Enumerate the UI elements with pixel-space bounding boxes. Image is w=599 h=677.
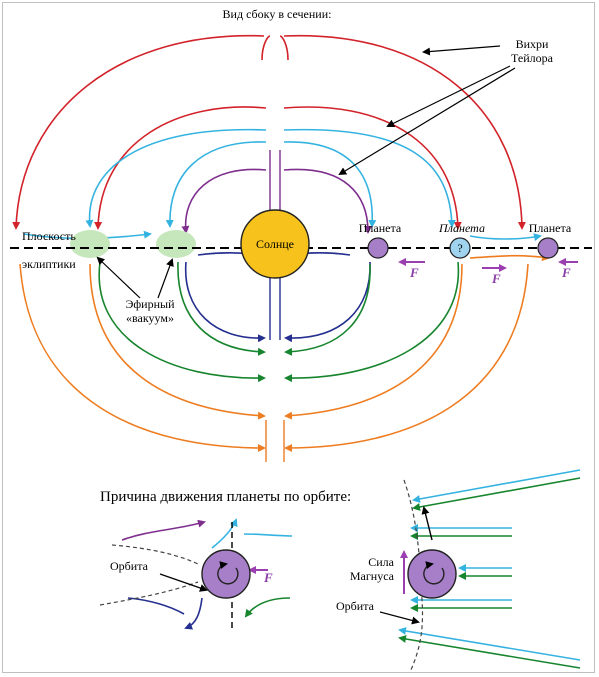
planet-label-2: Планета — [438, 221, 485, 235]
bottom-title: Причина движения планеты по орбите: — [100, 489, 351, 505]
ether-pointer-lines — [96, 256, 174, 299]
orange-top-right — [469, 253, 550, 262]
planet-left-detail — [201, 549, 251, 599]
force-label-left: F — [263, 570, 273, 585]
purple-arc-left — [181, 168, 267, 234]
top-title: Вид сбоку в сечении: — [223, 7, 332, 21]
navy-arc-right — [284, 261, 371, 343]
rotation-arrow-right — [423, 561, 445, 585]
orange-inner-right — [284, 263, 463, 420]
central-axis-lines — [265, 150, 285, 462]
red-top-left-hook — [261, 35, 271, 61]
planet-question — [449, 237, 471, 259]
red-arc-upper-right — [283, 34, 526, 230]
green-arc-left — [98, 261, 266, 383]
orange-inner-left — [89, 263, 266, 420]
orange-arc-right — [284, 263, 529, 452]
lower-vortex-arcs — [19, 250, 550, 452]
orbit-label-right: Орбита — [336, 599, 375, 613]
orbit-pointer-left — [159, 573, 208, 592]
green-arc-right — [284, 261, 460, 383]
red-arc-inner-left — [94, 106, 267, 230]
upper-vortex-arcs — [12, 34, 542, 242]
cyan-bottom-right — [469, 233, 542, 242]
cyan-inner-right — [283, 141, 377, 228]
red-arc-inner-right — [283, 106, 462, 230]
vortex-label-2: Тейлора — [511, 51, 554, 65]
plane-label-1: Плоскость — [22, 229, 76, 243]
planet-3 — [537, 237, 559, 259]
planet-label-1: Планета — [359, 221, 402, 235]
vortex-pointer-lines — [338, 45, 516, 176]
ether-vacuum-right — [156, 230, 196, 258]
plane-label-2: эклиптики — [22, 257, 76, 271]
orbit-label-left: Орбита — [110, 559, 149, 573]
red-top-right-hook — [279, 35, 289, 61]
ether-vacuum-left — [70, 230, 110, 258]
force-label-2: F — [491, 271, 501, 286]
navy-arc-left — [184, 261, 266, 343]
cyan-arc-right — [283, 128, 456, 228]
green-inner-right — [284, 263, 371, 356]
ether-label-1: Эфирный — [125, 297, 175, 311]
orange-arc-left — [19, 263, 266, 452]
force-label-1: F — [409, 265, 419, 280]
sun — [240, 209, 310, 279]
rotation-arrow-left — [217, 561, 239, 585]
right-orbit-diagram — [398, 469, 581, 673]
green-inner-left — [177, 261, 266, 356]
purple-arc-right — [283, 168, 372, 234]
orbit-pointer-right — [379, 611, 420, 625]
cyan-inner-left — [165, 141, 267, 228]
cyan-arc-left — [85, 128, 267, 228]
force-label-3: F — [561, 265, 571, 280]
magnus-label-2: Магнуса — [350, 569, 395, 583]
ether-label-2: «вакуум» — [126, 311, 174, 325]
planet-1 — [367, 237, 389, 259]
vortex-label-1: Вихри — [516, 37, 549, 51]
planet-label-3: Планета — [529, 221, 572, 235]
magnus-label-1: Сила — [368, 555, 394, 569]
red-arc-upper-left — [12, 34, 265, 230]
force-arrows-upper — [398, 258, 578, 272]
sun-label: Солнце — [256, 237, 294, 251]
planet-question-mark: ? — [457, 241, 462, 255]
planet-right-detail — [407, 549, 457, 599]
